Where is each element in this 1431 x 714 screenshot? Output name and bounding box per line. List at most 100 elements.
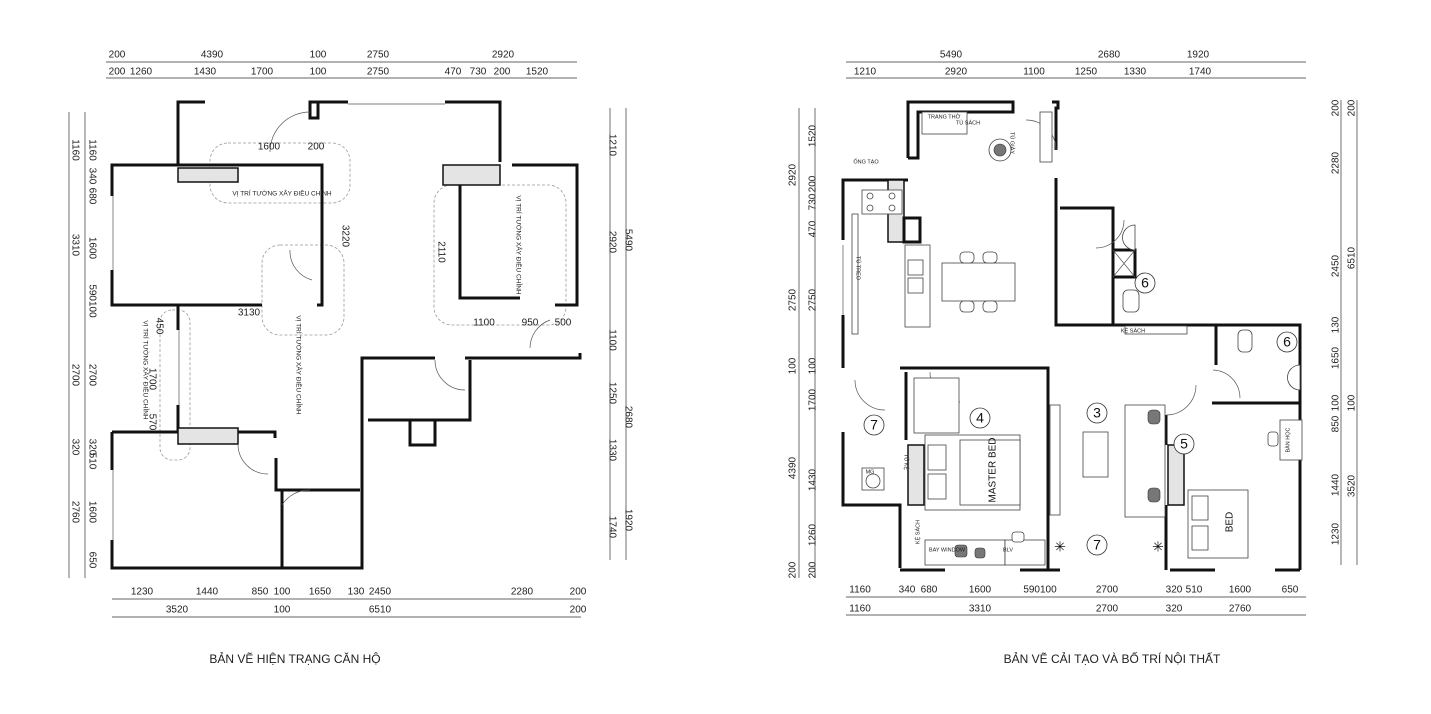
left-dimension-lines <box>68 61 627 618</box>
dimension-label: 590100 <box>86 284 97 318</box>
room-number: 7 <box>1093 537 1101 553</box>
dimension-label: 1430 <box>808 468 819 491</box>
dimension-label: 100 <box>1331 394 1342 411</box>
dimension-label: 320 <box>86 439 97 456</box>
room-numbers: 4 3 7 5 6 6 7 <box>863 272 1298 556</box>
dimension-label: 1210 <box>854 67 877 78</box>
dimension-label: 590100 <box>1023 585 1057 596</box>
bookshelf-label: KỆ SÁCH <box>913 520 921 544</box>
dimension-label: 1700 <box>251 67 274 78</box>
bookcase-label: TỦ SÁCH <box>956 119 980 126</box>
dimension-label: 1330 <box>1124 67 1147 78</box>
left-plan-caption: BẢN VẼ HIỆN TRẠNG CĂN HỘ <box>209 651 380 666</box>
chair <box>959 300 975 313</box>
washing-machine-label: MG <box>866 469 875 475</box>
wall-adjustment-note: VỊ TRÍ TƯỜNG XÂY ĐIỀU CHỈNH <box>141 320 151 420</box>
dimension-label: 2920 <box>606 231 617 254</box>
dimension-label: 200 <box>808 175 819 192</box>
dimension-label: 4390 <box>201 50 224 61</box>
dimension-label: 3520 <box>1347 474 1358 497</box>
dimension-label: 3520 <box>166 605 189 616</box>
bay-window-label: BAY WINDOW <box>929 547 966 553</box>
master-bed-cover <box>959 439 1021 506</box>
bookshelf-label: KỆ SÁCH <box>1121 326 1145 334</box>
washbasin-icon <box>1122 224 1136 251</box>
dimension-label: 1330 <box>606 439 617 462</box>
chair <box>982 300 998 313</box>
tv-console <box>1049 404 1061 516</box>
dimension-label: 3310 <box>69 234 80 257</box>
dimension-label: 2750 <box>808 288 819 311</box>
room-marker <box>1276 331 1298 353</box>
dimension-label: 1700 <box>146 368 157 391</box>
pillow <box>1191 525 1209 551</box>
dimension-label: 1230 <box>1331 522 1342 545</box>
dimension-label: 730 <box>470 67 487 78</box>
room-marker <box>969 407 991 429</box>
sink-icon <box>907 259 924 276</box>
dining-table <box>941 262 1016 302</box>
dimension-label: 650 <box>1282 585 1299 596</box>
room-number: 4 <box>976 410 984 426</box>
room-number: 5 <box>1180 436 1188 452</box>
dimension-label: 1260 <box>130 67 153 78</box>
dimension-label: 2750 <box>367 67 390 78</box>
dimension-label: 6510 <box>369 605 392 616</box>
dimension-label: 2450 <box>1331 254 1342 277</box>
dimension-label: 680 <box>921 585 938 596</box>
dimension-label: 1230 <box>131 587 154 598</box>
dimension-label: 200 <box>109 50 126 61</box>
dimension-label: 2680 <box>622 406 633 429</box>
dimension-label: 200 <box>1347 99 1358 116</box>
right-dimension-lines <box>798 61 1358 616</box>
dimension-label: 6510 <box>1347 246 1358 269</box>
dimension-label: 2280 <box>1331 151 1342 174</box>
dimension-label: 2700 <box>86 364 97 387</box>
furniture: ✳ ✳ <box>851 111 1303 566</box>
dimension-label: 2920 <box>788 163 799 186</box>
dimension-label: 1210 <box>606 134 617 157</box>
armchair-cushion <box>993 143 1007 157</box>
dimension-label: 5490 <box>940 50 963 61</box>
dimension-label: 2280 <box>511 587 534 598</box>
dimension-label: 850 <box>1331 415 1342 432</box>
room-number: 6 <box>1141 275 1149 291</box>
dimension-label: 200 <box>570 587 587 598</box>
wall-cabinet <box>851 213 859 335</box>
toilet-icon <box>1237 329 1253 353</box>
dimension-label: 2750 <box>367 50 390 61</box>
dimension-label: 200 <box>494 67 511 78</box>
burner-icon <box>866 204 874 212</box>
dimension-label: 100 <box>274 605 291 616</box>
sink-icon <box>907 277 924 294</box>
dimension-label: 1440 <box>1331 473 1342 496</box>
shoe-cabinet-label: TỦ GIÀY <box>1009 132 1016 154</box>
dimension-label: 1520 <box>526 67 549 78</box>
washbasin-icon <box>1287 364 1301 391</box>
dimension-label: 730 <box>808 193 819 210</box>
dimension-label: 500 <box>555 318 572 329</box>
dimension-label: 450 <box>153 318 164 335</box>
dimension-label: 100 <box>310 67 327 78</box>
dimension-label: 1600 <box>969 585 992 596</box>
dimension-label: 200 <box>1331 99 1342 116</box>
dimension-label: 1250 <box>1075 67 1098 78</box>
room-number: 6 <box>1283 334 1291 350</box>
burner-icon <box>888 192 896 200</box>
dimension-label: 1260 <box>808 523 819 546</box>
dimension-label: 320 <box>1166 604 1183 615</box>
cushion <box>954 544 968 558</box>
dimension-label: 1600 <box>86 237 97 260</box>
dimension-label: 2110 <box>435 241 446 263</box>
dimension-label: 470 <box>445 67 462 78</box>
chair <box>982 251 998 264</box>
dimension-label: 510 <box>86 453 97 470</box>
dimension-label: 950 <box>522 318 539 329</box>
dimension-label: 200 <box>308 142 325 153</box>
dimension-label: 2680 <box>1098 50 1121 61</box>
pillow <box>927 444 947 471</box>
study-desk <box>1279 419 1303 461</box>
